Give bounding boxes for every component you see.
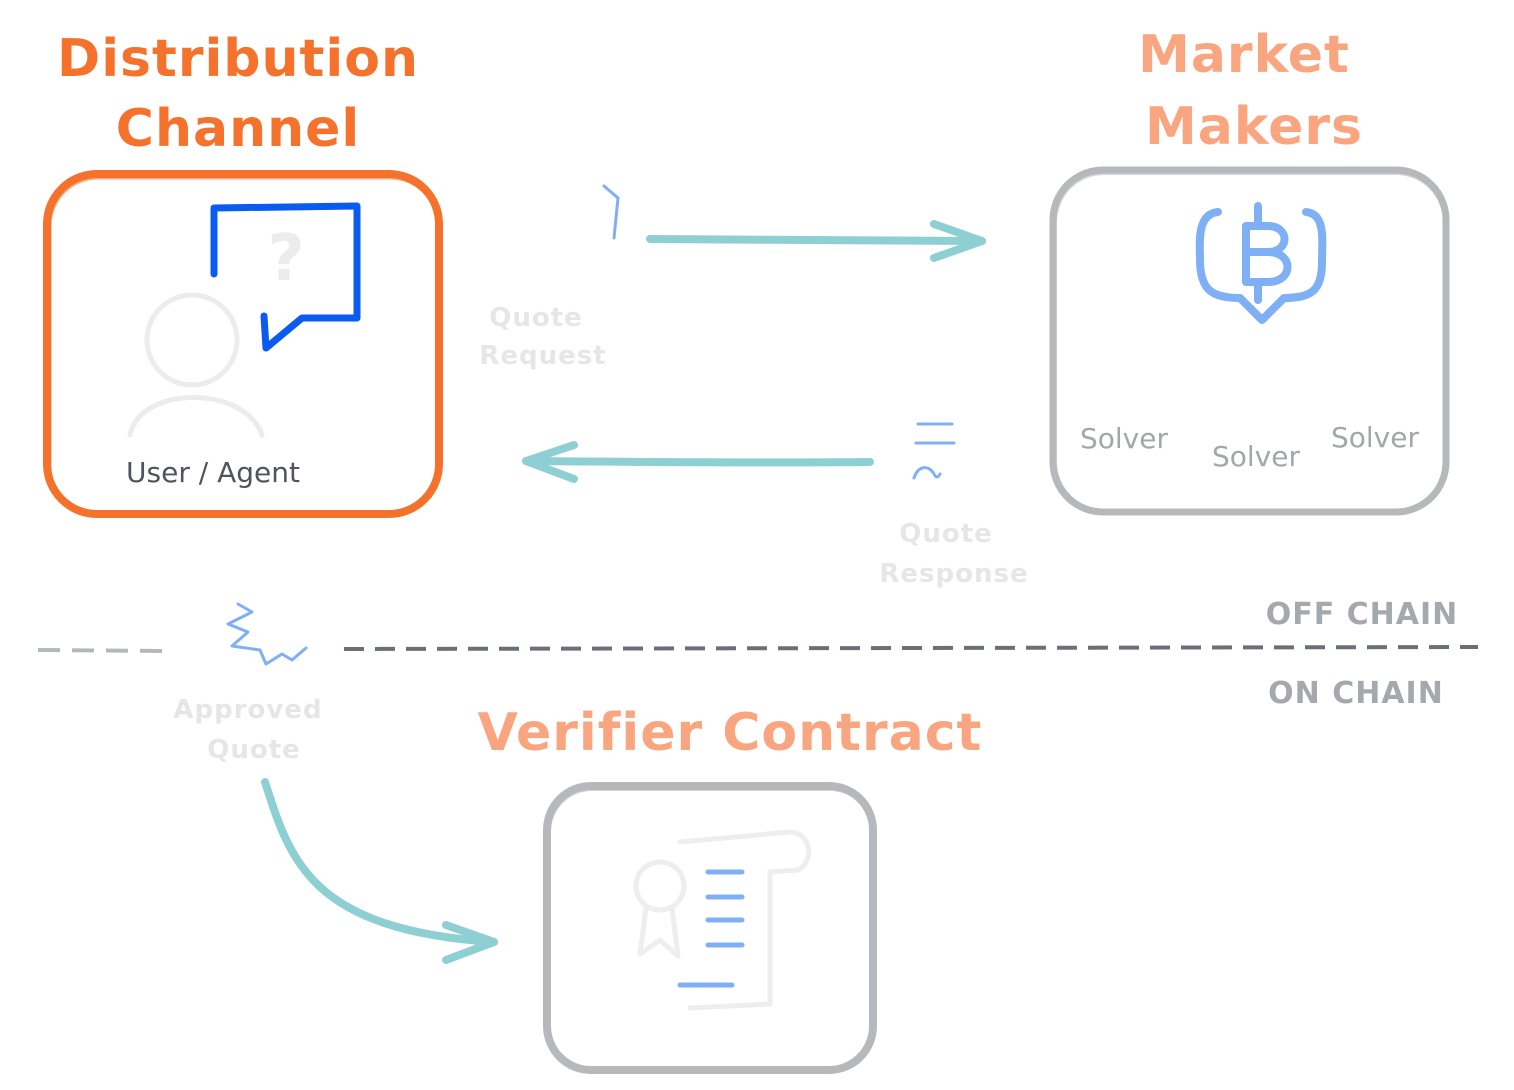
solver-label-1: Solver xyxy=(1080,422,1168,455)
market-makers-box xyxy=(1049,166,1450,516)
speech-bubble-icon xyxy=(210,202,361,352)
solver-label-2: Solver xyxy=(1212,440,1300,473)
market-makers-title-line2: Makers xyxy=(1145,97,1363,157)
verifier-contract-box xyxy=(543,782,877,1074)
question-mark-icon: ? xyxy=(267,222,304,296)
chain-divider-right xyxy=(343,645,1479,651)
distribution-channel-box xyxy=(43,170,443,518)
contract-lines-icon xyxy=(677,869,745,988)
distribution-title-line2: Channel xyxy=(116,99,360,159)
market-makers-title-line1: Market xyxy=(1138,25,1350,85)
distribution-title-line1: Distribution xyxy=(57,29,419,89)
quote-request-label-line1: Quote xyxy=(489,303,583,333)
bitcoin-chat-icon xyxy=(1195,202,1327,324)
approved-glyph-icon xyxy=(226,602,308,666)
quote-response-arrow xyxy=(522,441,874,483)
verifier-title: Verifier Contract xyxy=(478,703,983,763)
quote-response-label-line1: Quote xyxy=(899,519,993,549)
quote-request-arrow xyxy=(646,220,986,262)
approved-quote-label-line1: Approved xyxy=(173,695,322,725)
request-glyph-icon xyxy=(602,184,620,240)
scroll-contract-icon xyxy=(633,829,812,1011)
on-chain-label: ON CHAIN xyxy=(1268,676,1444,711)
solver-label-3: Solver xyxy=(1331,421,1419,454)
quote-request-label-line2: Request xyxy=(479,341,606,371)
user-icon xyxy=(127,292,265,438)
off-chain-label: OFF CHAIN xyxy=(1266,597,1459,632)
user-agent-label: User / Agent xyxy=(126,456,300,489)
chain-divider-left xyxy=(37,648,167,653)
approved-quote-arrow xyxy=(261,778,498,964)
approved-quote-label-line2: Quote xyxy=(207,735,301,765)
quote-response-label-line2: Response xyxy=(879,559,1028,589)
response-glyph-icon xyxy=(912,422,956,480)
